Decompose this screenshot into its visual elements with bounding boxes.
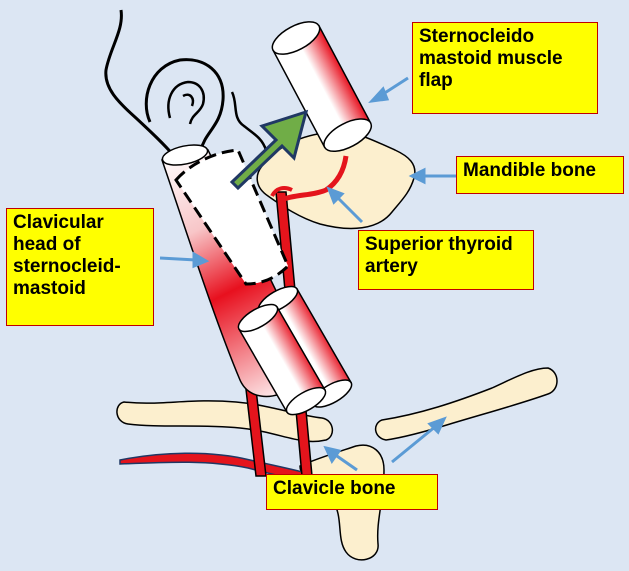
label-superior-thyroid-artery: Superior thyroid artery bbox=[358, 230, 534, 290]
label-clavicular-head: Clavicular head of sternocleid- mastoid bbox=[6, 208, 154, 326]
label-scm-flap: Sternocleido mastoid muscle flap bbox=[412, 22, 598, 114]
label-mandible-bone: Mandible bone bbox=[456, 156, 624, 194]
label-clavicle-bone: Clavicle bone bbox=[266, 474, 438, 510]
